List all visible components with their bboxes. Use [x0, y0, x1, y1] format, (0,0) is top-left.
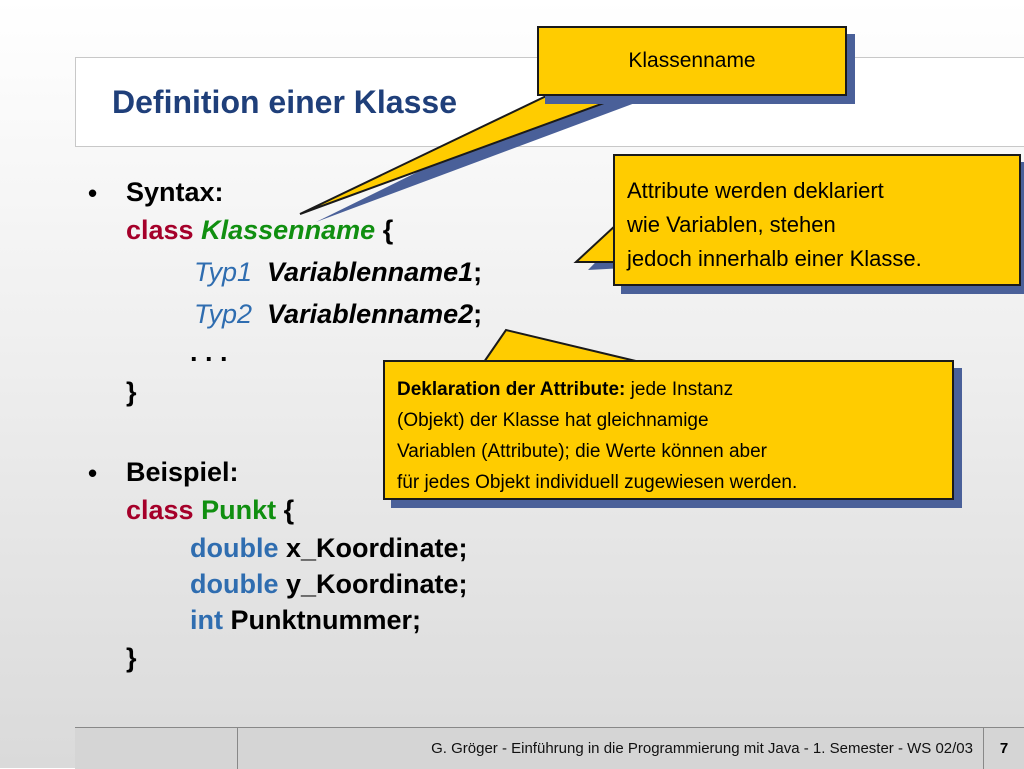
syntax-class-line: class Klassenname {: [126, 212, 393, 248]
pointer-declaration: [482, 328, 641, 363]
footer-text: G. Gröger - Einführung in die Programmie…: [238, 728, 984, 769]
semicolon: ;: [473, 299, 483, 329]
semicolon: ;: [473, 257, 483, 287]
syntax-attr-line-2: Typ2 Variablenname2;: [194, 296, 482, 332]
callout-declaration: Deklaration der Attribute: jede Instanz …: [383, 360, 954, 500]
class-name: Klassenname: [201, 215, 376, 245]
example-close-brace: }: [126, 643, 137, 673]
keyword-class: class: [126, 495, 194, 525]
type-double: double: [190, 569, 279, 599]
example-label: Beispiel:: [126, 457, 239, 487]
callout-declaration-line-4: für jedes Objekt individuell zugewiesen …: [397, 472, 798, 493]
example-field-1: double x_Koordinate;: [190, 530, 468, 566]
open-brace: {: [382, 215, 394, 245]
callout-attributes-line-2: wie Variablen, stehen: [627, 212, 836, 237]
type-2: Typ2: [194, 299, 253, 329]
syntax-close-brace: }: [126, 377, 137, 407]
field-name: x_Koordinate;: [286, 533, 468, 563]
footer-blank-cell: [75, 728, 238, 769]
example-class-line: class Punkt {: [126, 492, 294, 528]
callout-declaration-heading: Deklaration der Attribute:: [397, 379, 626, 400]
open-brace: {: [283, 495, 295, 525]
page-number: 7: [999, 740, 1009, 757]
type-1: Typ1: [194, 257, 253, 287]
keyword-class: class: [126, 215, 194, 245]
callout-attributes-line-3: jedoch innerhalb einer Klasse.: [627, 246, 922, 271]
variable-2: Variablenname2: [267, 299, 474, 329]
callout-class-name: Klassenname: [537, 26, 847, 96]
callout-declaration-line-1-rest: jede Instanz: [625, 379, 734, 400]
example-field-3: int Punktnummer;: [190, 602, 421, 638]
syntax-ellipsis: . . .: [190, 337, 228, 367]
type-int: int: [190, 605, 223, 635]
bullet: •: [88, 458, 98, 488]
variable-1: Variablenname1: [267, 257, 474, 287]
slide-footer: G. Gröger - Einführung in die Programmie…: [75, 727, 1024, 769]
type-double: double: [190, 533, 279, 563]
example-field-2: double y_Koordinate;: [190, 566, 468, 602]
syntax-label: Syntax:: [126, 177, 224, 207]
field-name: y_Koordinate;: [286, 569, 468, 599]
callout-declaration-line-2: (Objekt) der Klasse hat gleichnamige: [397, 410, 709, 431]
callout-attributes: Attribute werden deklariert wie Variable…: [613, 154, 1021, 286]
slide-title: Definition einer Klasse: [112, 84, 457, 120]
bullet: •: [88, 178, 98, 208]
callout-attributes-line-1: Attribute werden deklariert: [627, 178, 884, 203]
syntax-attr-line-1: Typ1 Variablenname1;: [194, 254, 482, 290]
pointer-attributes: [573, 221, 618, 263]
class-name: Punkt: [201, 495, 277, 525]
callout-declaration-line-1: Deklaration der Attribute: jede Instanz: [397, 374, 952, 405]
callout-declaration-line-3: Variablen (Attribute); die Werte können …: [397, 441, 767, 462]
field-name: Punktnummer;: [230, 605, 422, 635]
